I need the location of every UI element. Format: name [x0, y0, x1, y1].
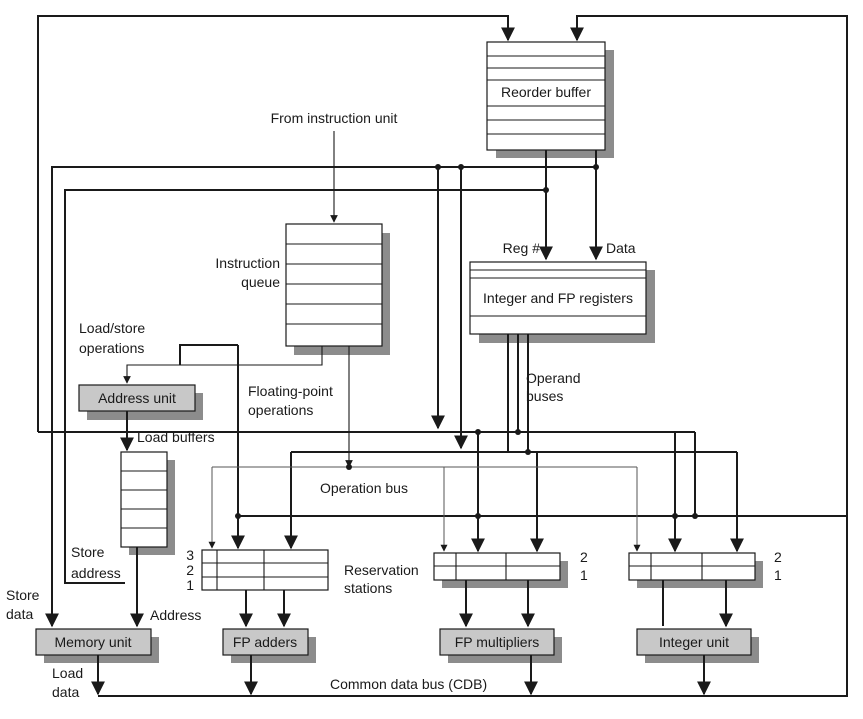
- integer-reservation-stations: [628, 552, 763, 588]
- store-data-label-2: data: [6, 606, 33, 622]
- load-data-label-1: Load: [52, 665, 83, 681]
- junction-dots: [235, 164, 698, 519]
- data-label: Data: [606, 240, 636, 256]
- fp-multipliers-label: FP multipliers: [455, 634, 540, 650]
- operand-buses-label-2: buses: [526, 388, 563, 404]
- fp-mult-reservation-stations: [433, 552, 568, 588]
- reservation-stations-label-2: stations: [344, 580, 392, 596]
- load-data-label-2: data: [52, 684, 79, 700]
- registers-label: Integer and FP registers: [483, 290, 633, 306]
- address-label: Address: [150, 607, 201, 623]
- load-store-label-2: operations: [79, 340, 144, 356]
- load-buffers: [120, 451, 175, 555]
- rs-mul-2: 2: [580, 549, 588, 565]
- integer-fp-registers: Integer and FP registers: [469, 261, 655, 343]
- wires: [37, 15, 848, 697]
- reg-num-label: Reg #: [503, 240, 541, 256]
- reorder-buffer-label: Reorder buffer: [501, 84, 591, 100]
- rs-fp-3: 3: [186, 547, 194, 563]
- fp-multipliers-unit: FP multipliers: [439, 628, 562, 663]
- rs-mul-1: 1: [580, 567, 588, 583]
- rs-int-1: 1: [774, 567, 782, 583]
- cdb-label: Common data bus (CDB): [330, 676, 487, 692]
- address-unit: Address unit: [78, 384, 203, 420]
- instruction-queue: [285, 223, 390, 355]
- memory-unit-label: Memory unit: [54, 634, 131, 650]
- instruction-queue-label-2: queue: [241, 274, 280, 290]
- address-unit-label: Address unit: [98, 390, 176, 406]
- rs-fp-1: 1: [186, 577, 194, 593]
- rs-fp-2: 2: [186, 562, 194, 578]
- instruction-queue-label-1: Instruction: [215, 255, 280, 271]
- store-data-label-1: Store: [6, 587, 40, 603]
- reorder-buffer: Reorder buffer: [486, 41, 614, 158]
- from-instruction-unit-label: From instruction unit: [271, 110, 398, 126]
- reservation-stations-label-1: Reservation: [344, 562, 419, 578]
- store-address-label-1: Store: [71, 544, 105, 560]
- fp-adders-unit: FP adders: [222, 628, 316, 663]
- integer-unit-label: Integer unit: [659, 634, 729, 650]
- operand-buses-label-1: Operand: [526, 370, 580, 386]
- memory-unit: Memory unit: [35, 628, 159, 663]
- store-address-label-2: address: [71, 565, 121, 581]
- fp-operations-label-2: operations: [248, 402, 313, 418]
- fp-operations-label-1: Floating-point: [248, 383, 333, 399]
- operation-bus-label: Operation bus: [320, 480, 408, 496]
- fp-adders-label: FP adders: [233, 634, 297, 650]
- load-store-label-1: Load/store: [79, 320, 145, 336]
- fp-adder-reservation-stations: [201, 549, 329, 591]
- integer-unit: Integer unit: [636, 628, 759, 663]
- rs-int-2: 2: [774, 549, 782, 565]
